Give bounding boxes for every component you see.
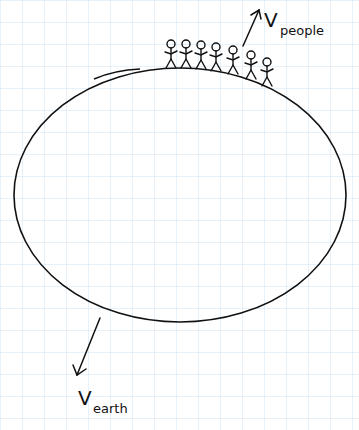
velocity-subscript: people xyxy=(280,24,324,37)
sketch-stroke xyxy=(94,69,140,79)
velocity-subscript: earth xyxy=(93,402,128,415)
velocity-symbol: V xyxy=(78,388,92,408)
velocity-arrow xyxy=(243,10,261,46)
velocity-symbol: V xyxy=(264,10,278,30)
people-figures xyxy=(165,40,273,86)
earth-outline xyxy=(14,68,346,322)
velocity-arrow xyxy=(73,318,100,375)
